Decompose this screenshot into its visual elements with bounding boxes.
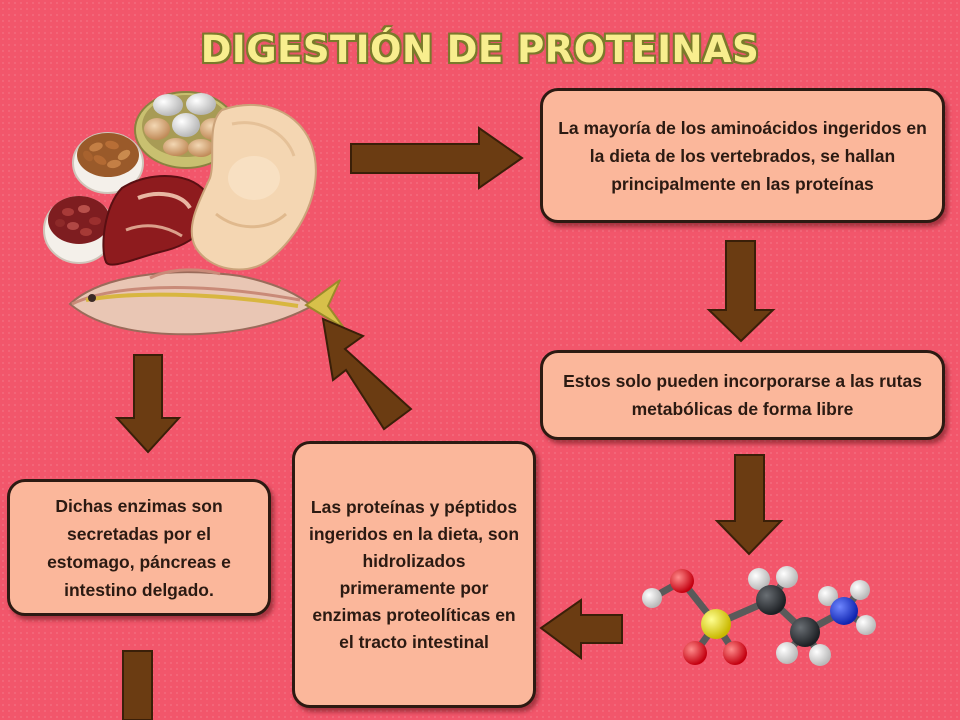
page-title: DIGESTIÓN DE PROTEINAS xyxy=(200,28,760,71)
arrow-down-to-molecule xyxy=(714,454,784,556)
aminoacids-text: La mayoría de los aminoácidos ingeridos … xyxy=(558,117,927,194)
arrow-down-continuation xyxy=(122,650,153,720)
enzymes-box: Dichas enzimas son secretadas por el est… xyxy=(7,479,271,616)
steak-icon xyxy=(102,175,212,266)
protein-foods-picture xyxy=(43,91,345,336)
arrow-left-to-box-3 xyxy=(539,598,623,660)
fish-icon xyxy=(68,268,345,336)
hydrolysis-text: Las proteínas y péptidos ingeridos en la… xyxy=(308,496,520,652)
arrow-right-to-box-1 xyxy=(350,126,524,190)
arrow-down-to-box-4 xyxy=(114,354,182,454)
hydrolysis-box: Las proteínas y péptidos ingeridos en la… xyxy=(292,441,536,708)
enzymes-text: Dichas enzimas son secretadas por el est… xyxy=(47,495,231,600)
aminoacids-box: La mayoría de los aminoácidos ingeridos … xyxy=(540,88,945,223)
free-form-text: Estos solo pueden incorporarse a las rut… xyxy=(563,371,922,419)
raw-chicken-icon xyxy=(190,103,317,271)
free-form-box: Estos solo pueden incorporarse a las rut… xyxy=(540,350,945,440)
arrow-down-to-box-2 xyxy=(706,240,776,343)
arrow-up-to-fish xyxy=(321,317,413,431)
amino-acid-molecule-model xyxy=(642,566,876,666)
almond-bowl-icon xyxy=(72,132,144,194)
bean-bowl-icon xyxy=(43,196,115,264)
